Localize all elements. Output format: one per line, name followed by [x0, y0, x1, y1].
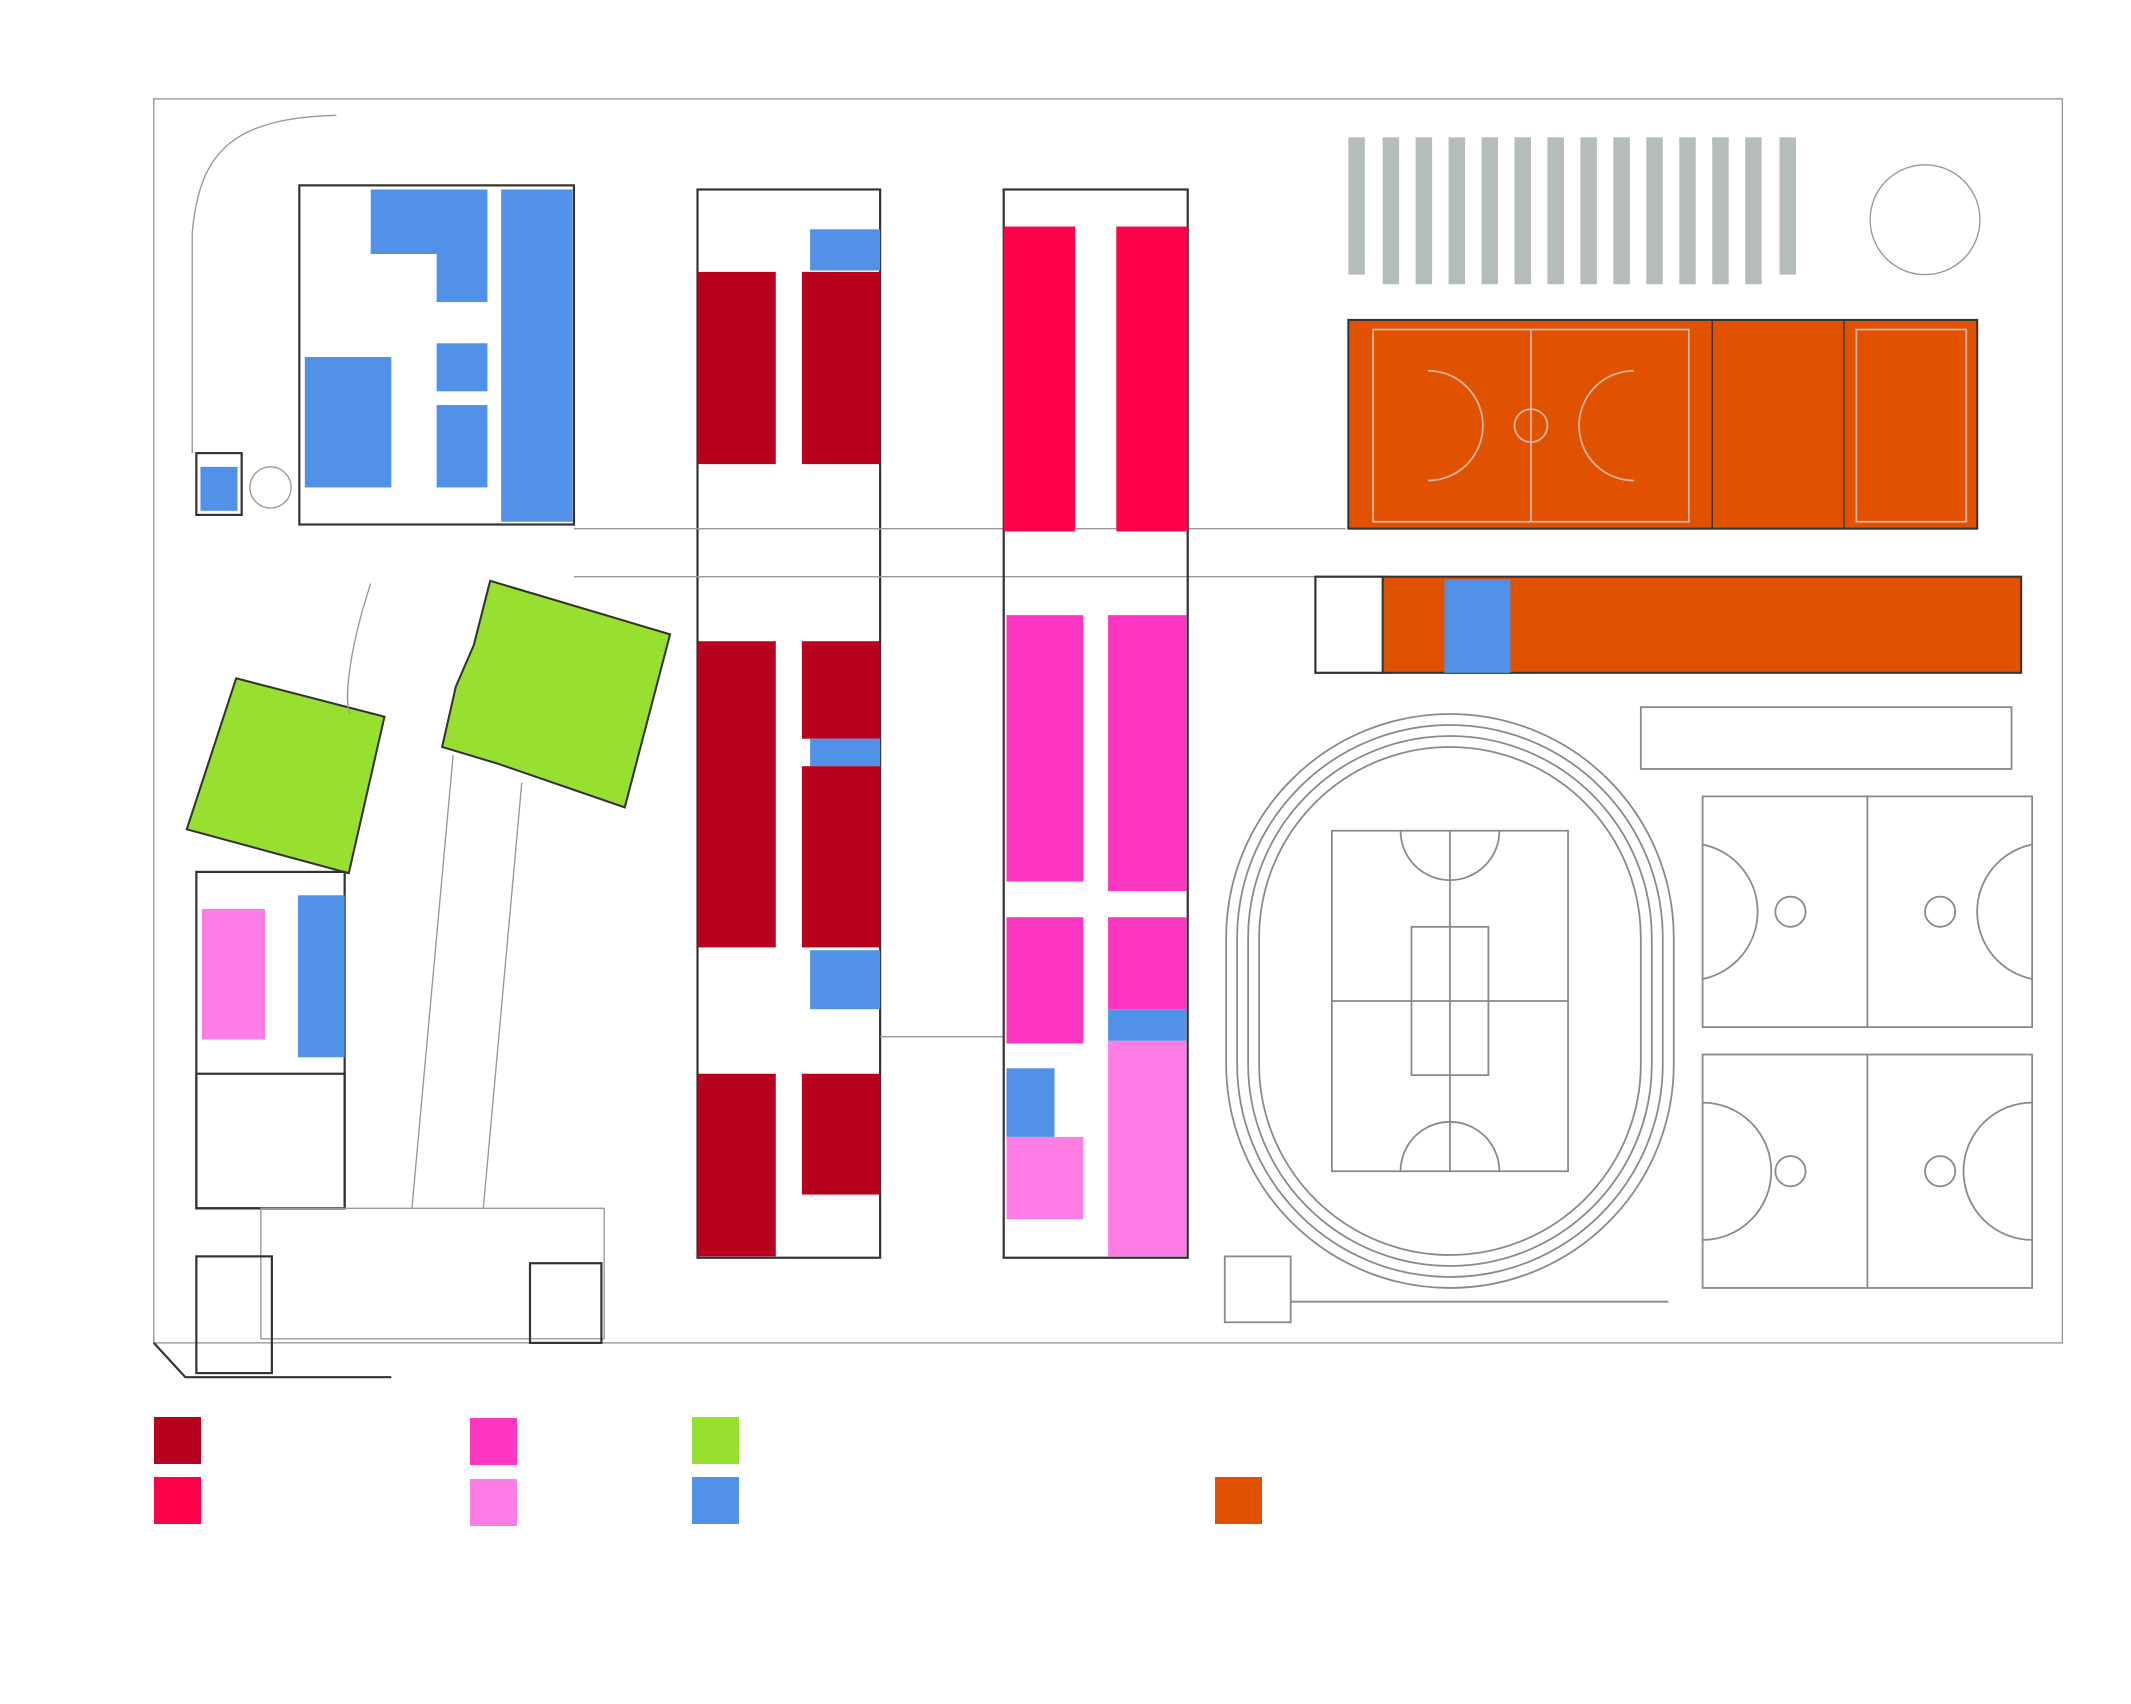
zone-blue [810, 738, 881, 767]
zone-blue [436, 254, 488, 303]
zone-blue [297, 895, 345, 1058]
bleachers [1348, 137, 1796, 285]
zone-blue [436, 343, 488, 392]
round-court [1869, 164, 1981, 276]
zone-dark-red [801, 271, 881, 465]
zone-blue [501, 189, 573, 522]
zone-green [185, 677, 386, 875]
zone-blue [1444, 579, 1511, 673]
zone-blue [810, 229, 881, 271]
zone-dark-red [697, 271, 776, 465]
gymnasium [1314, 318, 2023, 674]
zone-blue [1006, 1068, 1055, 1137]
site-boundary [152, 98, 2064, 1379]
zone-blue [370, 189, 488, 255]
zone-dark-red [801, 1073, 881, 1195]
zone-light-pink [1006, 1136, 1084, 1220]
zone-light-pink [201, 908, 266, 1040]
zone-green [440, 579, 672, 809]
zone-dark-red [697, 1073, 776, 1257]
zone-blue [436, 405, 488, 488]
building-left-lower [195, 870, 605, 1375]
zone-magenta [1006, 917, 1084, 1044]
zone-light-pink [1108, 1040, 1187, 1257]
zone-magenta [1108, 917, 1187, 1010]
zone-dark-red [801, 766, 881, 948]
zone-blue [200, 466, 238, 511]
zone-magenta [1108, 615, 1187, 892]
building-b [573, 188, 1346, 1259]
zone-dark-red [801, 641, 881, 739]
zone-blue [304, 357, 392, 488]
zone-magenta [1006, 615, 1084, 882]
zone-blue [1108, 1009, 1187, 1041]
building-c [1002, 188, 1189, 1259]
green-blocks [185, 579, 672, 1209]
building-a [195, 184, 576, 526]
zone-blue [810, 950, 881, 1010]
outdoor-courts [1701, 795, 2034, 1289]
running-track [1223, 706, 2013, 1324]
zone-orange [1347, 318, 1979, 530]
zone-red [1003, 226, 1076, 532]
zone-dark-red [697, 641, 776, 948]
zone-red [1116, 226, 1188, 532]
